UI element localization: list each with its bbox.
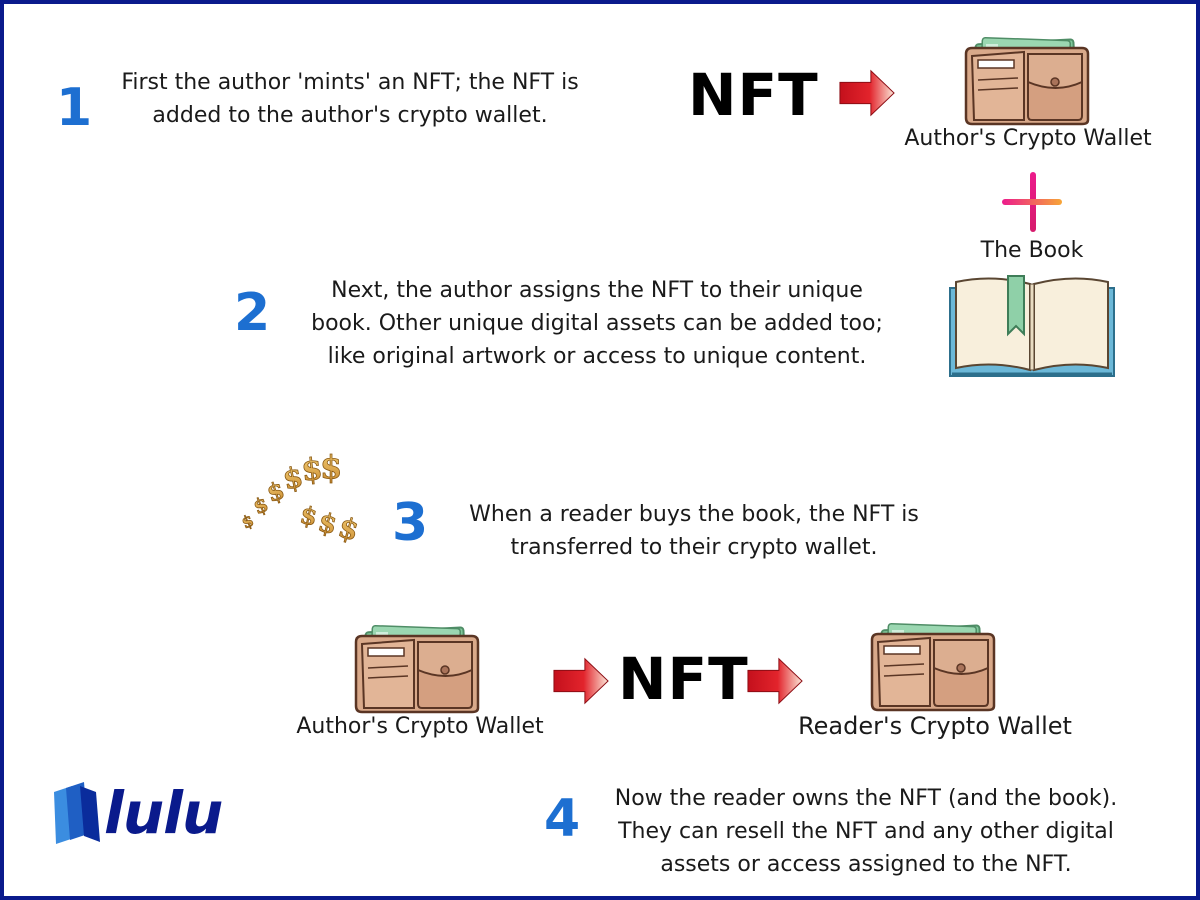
step-1-text: First the author 'mints' an NFT; the NFT…	[121, 70, 579, 128]
wallet-icon	[962, 36, 1092, 126]
nft-token-label-top: NFT	[688, 61, 819, 129]
svg-text:$: $	[320, 448, 342, 486]
dollar-signs-icon: $ $ $ $ $ $ $ $ $	[240, 448, 363, 546]
arrow-right-icon	[746, 656, 804, 706]
step-1-number: 1	[56, 78, 93, 138]
svg-text:$: $	[300, 452, 324, 489]
wallet-icon	[352, 624, 482, 714]
author-wallet-caption-top: Author's Crypto Wallet	[904, 126, 1152, 151]
book-icon	[949, 275, 1115, 377]
the-book-caption: The Book	[980, 238, 1084, 263]
lulu-logo-icon	[54, 782, 100, 844]
wallet-icon	[868, 622, 998, 712]
reader-wallet-caption: Reader's Crypto Wallet	[798, 712, 1072, 740]
step-4-text: Now the reader owns the NFT (and the boo…	[614, 786, 1118, 877]
svg-text:$: $	[298, 500, 320, 532]
lulu-logo-text: lulu	[104, 779, 223, 847]
plus-icon	[1002, 172, 1062, 232]
step-3-text: When a reader buys the book, the NFT is …	[469, 502, 919, 560]
author-wallet-caption-bottom: Author's Crypto Wallet	[296, 714, 544, 739]
step-3-number: 3	[392, 493, 429, 553]
arrow-right-icon	[552, 656, 610, 706]
step-2-text: Next, the author assigns the NFT to thei…	[311, 278, 883, 369]
arrow-right-icon	[838, 68, 896, 118]
step-2-number: 2	[234, 283, 271, 343]
nft-token-label-bottom: NFT	[618, 645, 749, 713]
svg-text:$: $	[240, 511, 257, 533]
step-4-number: 4	[544, 789, 581, 849]
